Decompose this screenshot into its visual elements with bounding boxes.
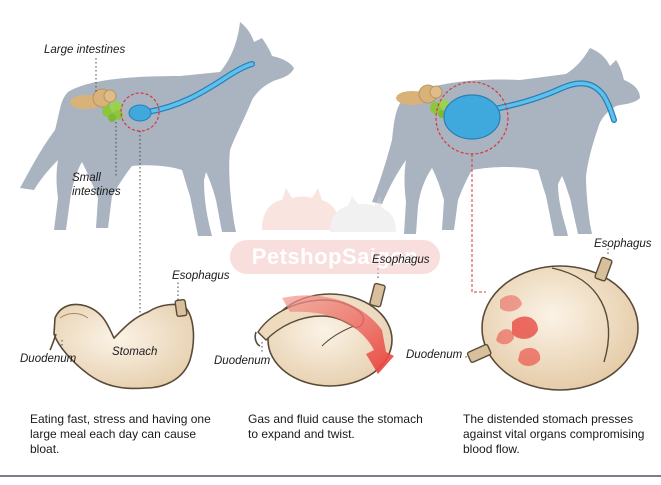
- caption-step-1: Eating fast, stress and having one large…: [30, 412, 211, 456]
- watermark-logo: [262, 188, 396, 232]
- label-esophagus-3: Esophagus: [594, 238, 652, 250]
- stomach-distended: [466, 256, 639, 391]
- connector-stomach-right: [471, 154, 486, 293]
- stomach-small-left: [128, 104, 152, 122]
- caption-step-3: The distended stomach presses against vi…: [463, 412, 645, 456]
- twist-arrow: [282, 295, 394, 374]
- label-stomach: Stomach: [112, 346, 158, 358]
- label-duodenum-1: Duodenum: [20, 353, 77, 365]
- label-small-intestines-line1: Small: [72, 172, 101, 184]
- compression-patches: [496, 295, 541, 366]
- large-intestine-right: [396, 84, 443, 105]
- stomach-distended-right: [443, 94, 501, 140]
- label-esophagus-2: Esophagus: [372, 254, 430, 266]
- large-intestine-left: [70, 88, 117, 109]
- label-esophagus-1: Esophagus: [172, 270, 230, 282]
- label-duodenum-2: Duodenum: [214, 355, 271, 367]
- highlight-circle-left: [120, 92, 160, 132]
- watermark-text: PetshopSaigon: [230, 240, 440, 274]
- label-large-intestines: Large intestines: [44, 44, 126, 56]
- small-intestine-left: [102, 101, 123, 122]
- stomach-normal: [49, 298, 195, 390]
- label-small-intestines-line2: intestines: [72, 186, 121, 198]
- label-duodenum-3: Duodenum: [406, 349, 463, 361]
- dog-silhouette-right: [372, 48, 640, 236]
- caption-step-2: Gas and fluid cause the stomach to expan…: [248, 412, 423, 441]
